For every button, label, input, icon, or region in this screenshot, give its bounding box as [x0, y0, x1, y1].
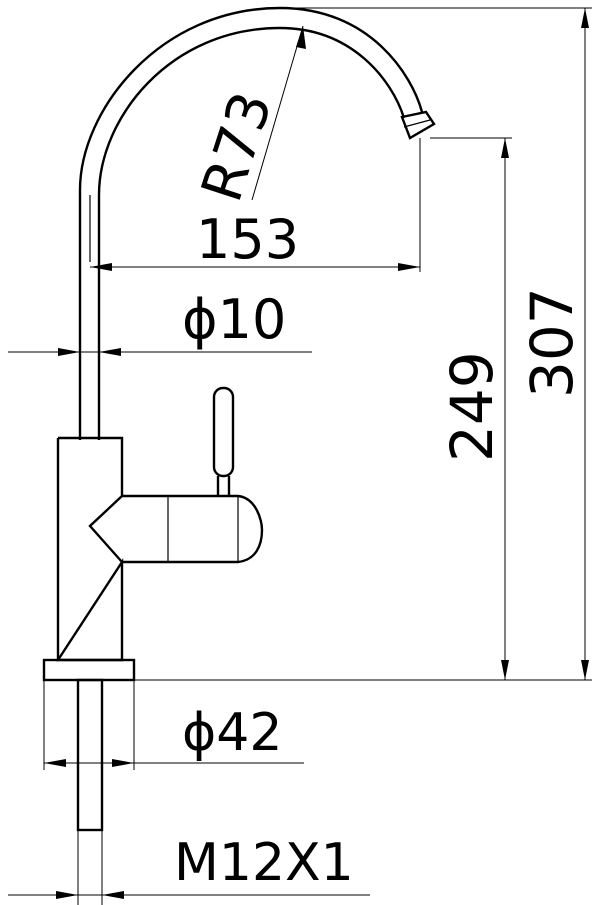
aerator-tip	[400, 110, 436, 140]
dimension-lines	[8, 7, 592, 905]
label-thread: M12X1	[174, 833, 354, 893]
base-flange	[42, 658, 136, 682]
spout-inner-arc	[97, 26, 406, 440]
dim-radius-leader	[251, 25, 304, 201]
lever-arm	[122, 494, 264, 564]
label-spout-height: 249	[438, 351, 506, 462]
faucet-outline	[42, 6, 436, 832]
spout-outer-arc	[78, 6, 424, 440]
label-base-diameter: ϕ42	[182, 703, 282, 763]
threaded-shank	[76, 678, 104, 832]
label-tube-diameter: ϕ10	[182, 288, 286, 351]
label-radius: R73	[189, 84, 285, 209]
label-total-height: 307	[518, 287, 586, 398]
label-reach: 153	[196, 208, 299, 271]
faucet-body	[55, 436, 124, 662]
handle-lever	[212, 386, 235, 478]
